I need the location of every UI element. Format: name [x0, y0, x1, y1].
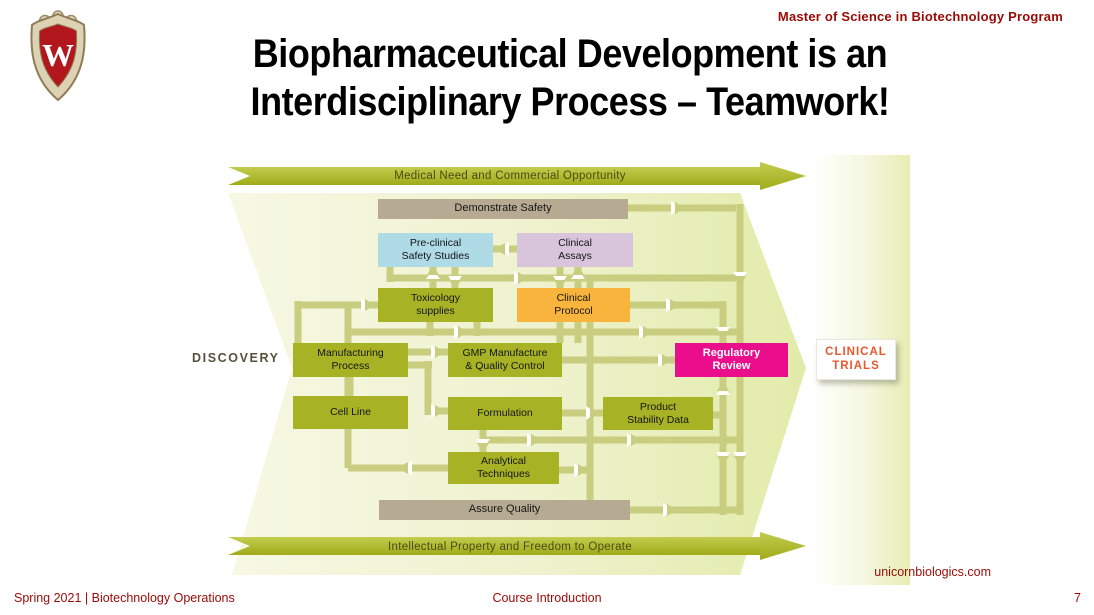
footer-lesson-title: Course Introduction: [492, 591, 602, 605]
footer-course-info: Spring 2021 | Biotechnology Operations: [14, 591, 235, 605]
watermark: unicornbiologics.com: [874, 565, 991, 579]
box-clinical-protocol: Clinical Protocol: [517, 288, 630, 322]
box-clinical-assays: Clinical Assays: [517, 233, 633, 267]
top-banner-arrow: [228, 162, 806, 190]
discovery-label: DISCOVERY: [192, 351, 280, 365]
box-gmp-manufacture: GMP Manufacture & Quality Control: [448, 343, 562, 377]
connector-arrowheads: [361, 201, 747, 517]
bottom-banner-arrow: [228, 532, 806, 560]
footer-page-number: 7: [1074, 591, 1081, 605]
background-arrow: [228, 193, 806, 575]
box-analytical-techniques: Analytical Techniques: [448, 452, 559, 484]
box-clinical-trials: CLINICAL TRIALS: [816, 339, 896, 380]
box-cell-line: Cell Line: [293, 396, 408, 429]
box-preclinical-safety-studies: Pre-clinical Safety Studies: [378, 233, 493, 267]
top-arrow-label: Medical Need and Commercial Opportunity: [394, 169, 626, 182]
box-manufacturing-process: Manufacturing Process: [293, 343, 408, 377]
bottom-arrow-label: Intellectual Property and Freedom to Ope…: [388, 540, 632, 553]
box-regulatory-review: Regulatory Review: [675, 343, 788, 377]
title-line-1: Biopharmaceutical Development is an: [252, 32, 888, 76]
page-title: Biopharmaceutical Development is an Inte…: [210, 30, 930, 126]
box-toxicology-supplies: Toxicology supplies: [378, 288, 493, 322]
program-label: Master of Science in Biotechnology Progr…: [777, 9, 1063, 24]
crest-letter: W: [42, 37, 74, 73]
uw-crest-logo: W: [30, 10, 86, 102]
box-demonstrate-safety: Demonstrate Safety: [378, 199, 628, 219]
box-product-stability-data: Product Stability Data: [603, 397, 713, 430]
box-formulation: Formulation: [448, 397, 562, 430]
box-assure-quality: Assure Quality: [379, 500, 630, 520]
title-line-2: Interdisciplinary Process – Teamwork!: [250, 80, 890, 124]
